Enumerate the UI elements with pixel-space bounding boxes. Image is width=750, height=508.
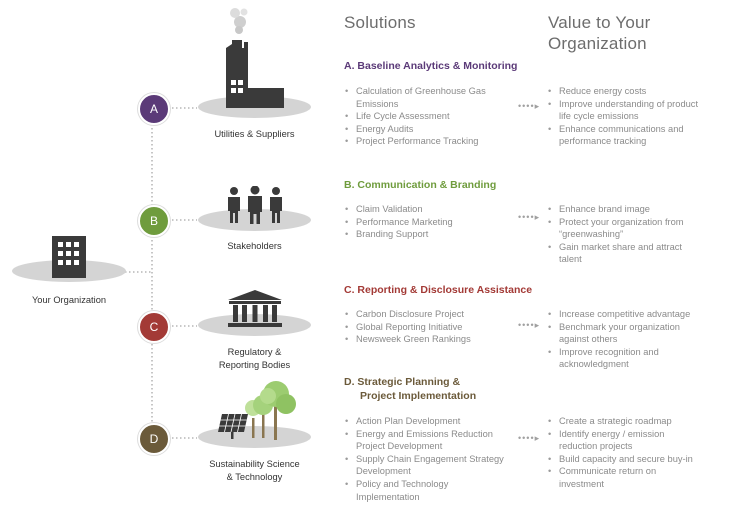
arrow-a: ••••▸ [518, 101, 541, 111]
list-item: Newsweek Green Rankings [345, 333, 507, 346]
title-line: Project Implementation [360, 390, 477, 402]
list-item: Life Cycle Assessment [345, 110, 507, 123]
label-line: Regulatory & [227, 347, 282, 357]
list-item: Global Reporting Initiative [345, 321, 507, 334]
value-header: Value to Your Organization [548, 13, 651, 53]
solution-title-a: A. Baseline Analytics & Monitoring [344, 60, 518, 72]
values-list-b: Enhance brand image Protect your organiz… [548, 203, 700, 266]
label-line: Reporting Bodies [218, 359, 291, 370]
list-item: Create a strategic roadmap [548, 415, 700, 428]
arrow-b: ••••▸ [518, 212, 541, 222]
factory-icon [226, 8, 284, 108]
solution-title-d: D. Strategic Planning & Project Implemen… [344, 375, 476, 403]
label-sustainability: Sustainability Science & Technology [198, 458, 311, 483]
list-item: Reduce energy costs [548, 85, 700, 98]
values-list-d: Create a strategic roadmap Identify ener… [548, 415, 700, 491]
solutions-header: Solutions [344, 13, 416, 32]
solution-title-b: B. Communication & Branding [344, 179, 497, 191]
government-building-icon [228, 290, 282, 327]
values-list-a: Reduce energy costs Improve understandin… [548, 85, 700, 148]
list-item: Communicate return on investment [548, 465, 700, 490]
solution-title-c: C. Reporting & Disclosure Assistance [344, 284, 533, 296]
list-item: Action Plan Development [345, 415, 510, 428]
solutions-list-b: Claim Validation Performance Marketing B… [345, 203, 507, 241]
your-organization: Your Organization [12, 232, 128, 312]
label-line: Sustainability Science [209, 459, 300, 469]
list-item: Calculation of Greenhouse Gas Emissions [345, 85, 507, 110]
list-item: Policy and Technology Implementation [345, 478, 510, 503]
list-item: Claim Validation [345, 203, 507, 216]
list-item: Benchmark your organization against othe… [548, 321, 700, 346]
org-label: Your Organization [31, 295, 107, 305]
circle-d: D [138, 423, 170, 455]
list-item: Performance Marketing [345, 216, 507, 229]
arrow-d: ••••▸ [518, 433, 541, 443]
label-stakeholders: Stakeholders [227, 241, 282, 251]
list-item: Energy and Emissions Reduction Project D… [345, 428, 510, 453]
list-item: Protect your organization from “greenwas… [548, 216, 700, 241]
values-list-c: Increase competitive advantage Benchmark… [548, 308, 700, 371]
circle-b: B [138, 205, 170, 237]
list-item: Energy Audits [345, 123, 507, 136]
list-item: Enhance brand image [548, 203, 700, 216]
list-item: Project Performance Tracking [345, 135, 507, 148]
label-line: & Technology [226, 471, 283, 482]
ground-ellipse-b [198, 209, 311, 231]
solutions-list-d: Action Plan Development Energy and Emiss… [345, 415, 510, 503]
solutions-list-c: Carbon Disclosure Project Global Reporti… [345, 308, 507, 346]
list-item: Supply Chain Engagement Strategy Develop… [345, 453, 510, 478]
label-regulatory: Regulatory & Reporting Bodies [198, 346, 311, 371]
list-item: Improve understanding of product life cy… [548, 98, 700, 123]
circle-c: C [138, 311, 170, 343]
arrow-c: ••••▸ [518, 320, 541, 330]
list-item: Enhance communications and performance t… [548, 123, 700, 148]
office-building-icon [52, 236, 86, 278]
list-item: Gain market share and attract talent [548, 241, 700, 266]
list-item: Improve recognition and acknowledgment [548, 346, 700, 371]
title-line: D. Strategic Planning & [344, 376, 461, 388]
list-item: Increase competitive advantage [548, 308, 700, 321]
label-utilities: Utilities & Suppliers [214, 129, 295, 139]
list-item: Carbon Disclosure Project [345, 308, 507, 321]
circle-a: A [138, 93, 170, 125]
people-icon [228, 186, 282, 224]
list-item: Identify energy / emission reduction pro… [548, 428, 700, 453]
solar-panel-trees-icon [218, 381, 296, 440]
list-item: Build capacity and secure buy-in [548, 453, 700, 466]
solutions-list-a: Calculation of Greenhouse Gas Emissions … [345, 85, 507, 148]
list-item: Branding Support [345, 228, 507, 241]
